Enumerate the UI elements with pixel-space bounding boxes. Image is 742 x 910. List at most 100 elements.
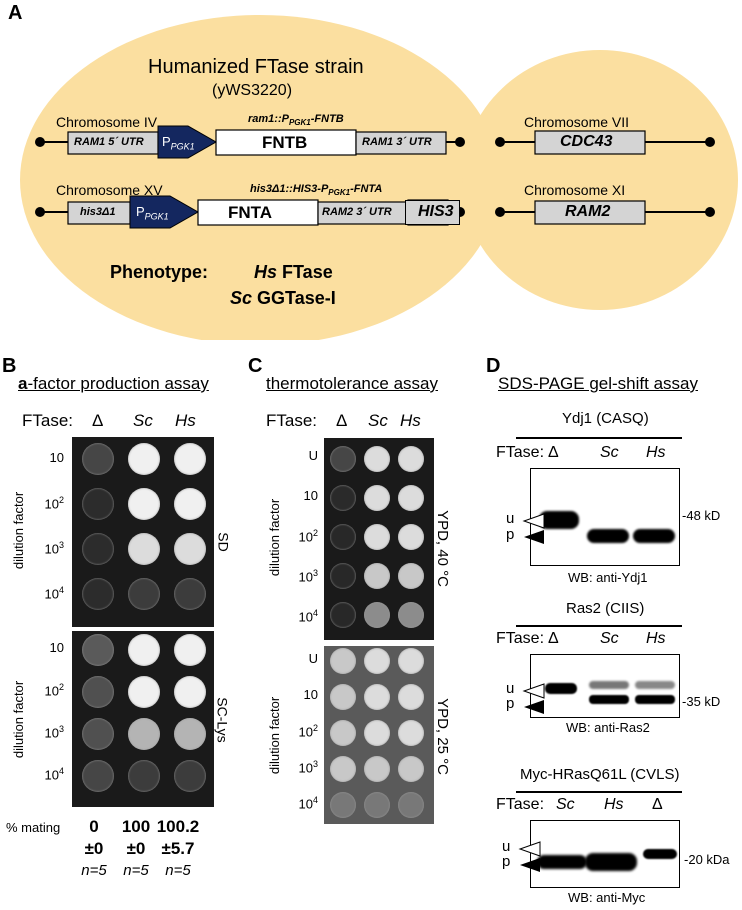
blot3-protein: Myc-HRasQ61L (CVLS) — [520, 766, 680, 783]
mating-n: n=5 — [123, 862, 149, 879]
c-top-colony-spot — [398, 563, 424, 589]
c-bottom-colony-spot — [364, 684, 390, 710]
mating-error: ±5.7 — [161, 839, 195, 858]
panel-b-ftase-header: FTase: — [22, 411, 74, 430]
panel-b-ylabel-top: dilution factor — [11, 491, 27, 570]
panel-c-col-delta: Δ — [336, 411, 348, 430]
c-top-colony-spot — [330, 446, 356, 472]
blot2-marker: -35 kD — [682, 694, 721, 709]
blot3-band-delta — [643, 849, 677, 859]
c-top-row-label: 10 — [303, 488, 318, 503]
b-top-row-label: 102 — [44, 495, 64, 512]
b-bottom-colony-spot — [174, 676, 206, 708]
blot1-u: u — [506, 510, 515, 527]
b-bottom-colony-spot — [82, 718, 114, 750]
blot2-membrane — [530, 654, 680, 718]
blot3-membrane — [530, 820, 680, 888]
panel-c-col-sc: Sc — [368, 411, 388, 430]
ram1-3utr-box: RAM1 3´ UTR — [362, 136, 432, 148]
chromosome-vii-label: Chromosome VII — [524, 114, 630, 130]
b-bottom-row-label: 104 — [44, 766, 64, 783]
blot1-wb: WB: anti-Ydj1 — [568, 570, 648, 585]
c-bottom-colony-spot — [330, 792, 356, 818]
genome-ellipse-main — [20, 15, 500, 340]
b-top-colony-spot — [128, 578, 160, 610]
c-bottom-colony-spot — [398, 756, 424, 782]
panel-b-col-delta: Δ — [92, 411, 104, 430]
blot3-ftase: FTase: — [496, 796, 545, 813]
ram2-gene: RAM2 — [565, 203, 611, 220]
c-bottom-colony-spot — [398, 648, 424, 674]
c-top-colony-spot — [330, 563, 356, 589]
c-top-colony-spot — [364, 485, 390, 511]
blot1-band-sc — [587, 529, 629, 543]
panel-b-letter: B — [2, 355, 17, 377]
b-bottom-row-label: 102 — [44, 682, 64, 699]
mating-error: ±0 — [84, 839, 104, 858]
panel-c-ylabel-bottom: dilution factor — [267, 696, 283, 775]
panel-b-col-hs: Hs — [175, 411, 196, 430]
phenotype-label: Phenotype: — [110, 262, 209, 282]
b-top-colony-spot — [128, 533, 160, 565]
panel-c-letter: C — [248, 355, 263, 377]
c-bottom-row-label: 103 — [298, 759, 318, 776]
c-top-row-label: 102 — [298, 528, 318, 545]
blot1-col2: Sc — [600, 444, 619, 461]
mating-column: 0 ±0 n=5 — [64, 816, 124, 882]
b-top-colony-spot — [82, 533, 114, 565]
phenotype-sc-ggtase: Sc GGTase-I — [230, 288, 336, 308]
blot1-ftase: FTase: — [496, 444, 545, 461]
b-bottom-colony-spot — [174, 718, 206, 750]
c-top-colony-spot — [364, 602, 390, 628]
c-top-row-label: 104 — [298, 608, 318, 625]
c-bottom-row-label: 102 — [298, 723, 318, 740]
b-top-colony-spot — [174, 488, 206, 520]
panel-a-letter: A — [8, 2, 23, 24]
b-bottom-colony-spot — [128, 718, 160, 750]
c-top-colony-spot — [364, 524, 390, 550]
blot2-band-hs-upper — [635, 681, 675, 689]
b-bottom-row-label: 10 — [49, 640, 64, 655]
c-bottom-colony-spot — [398, 792, 424, 818]
b-top-row-label: 10 — [49, 450, 64, 465]
c-bottom-row-label: U — [308, 651, 318, 666]
construct1-label: ram1::PPGK1-FNTB — [248, 113, 344, 128]
blot1-marker: -48 kD — [682, 508, 721, 523]
c-top-colony-spot — [398, 485, 424, 511]
blot2-band-sc-upper — [589, 681, 629, 689]
c-bottom-colony-spot — [364, 792, 390, 818]
blot2-protein: Ras2 (CIIS) — [566, 600, 645, 617]
mating-value: 0 — [89, 817, 99, 836]
b-top-colony-spot — [174, 443, 206, 475]
promoter-pgk1-b: PPGK1 — [136, 204, 169, 222]
panel-c-col-hs: Hs — [400, 411, 421, 430]
chromosome-xv-label: Chromosome XV — [56, 182, 163, 198]
b-top-colony-spot — [128, 443, 160, 475]
b-bottom-colony-spot — [174, 634, 206, 666]
blot2-band-sc — [589, 695, 629, 704]
c-bottom-colony-spot — [364, 720, 390, 746]
his3-gene: HIS3 — [418, 203, 454, 220]
condition-25c: YPD, 25 °C — [433, 698, 451, 775]
b-top-colony-spot — [82, 488, 114, 520]
c-bottom-colony-spot — [364, 648, 390, 674]
blot1-band-hs — [633, 529, 675, 543]
blot3-col2: Hs — [604, 796, 624, 813]
c-bottom-colony-spot — [398, 720, 424, 746]
cdc43-gene: CDC43 — [560, 133, 613, 150]
blot3-arrows — [518, 841, 541, 872]
phenotype-hs-ftase: Hs FTase — [254, 262, 333, 282]
blot3-wb: WB: anti-Myc — [568, 890, 646, 905]
mating-label: % mating — [6, 820, 61, 835]
medium-sc-lys: SC-Lys — [214, 697, 231, 743]
mating-n: n=5 — [81, 862, 107, 879]
c-top-colony-spot — [398, 524, 424, 550]
blot1-p: p — [506, 526, 515, 543]
mating-error: ±0 — [126, 839, 146, 858]
b-top-colony-spot — [82, 578, 114, 610]
strain-diagram — [20, 15, 738, 340]
b-bottom-colony-spot — [174, 760, 206, 792]
blot2-col3: Hs — [646, 630, 666, 647]
c-bottom-colony-spot — [398, 684, 424, 710]
